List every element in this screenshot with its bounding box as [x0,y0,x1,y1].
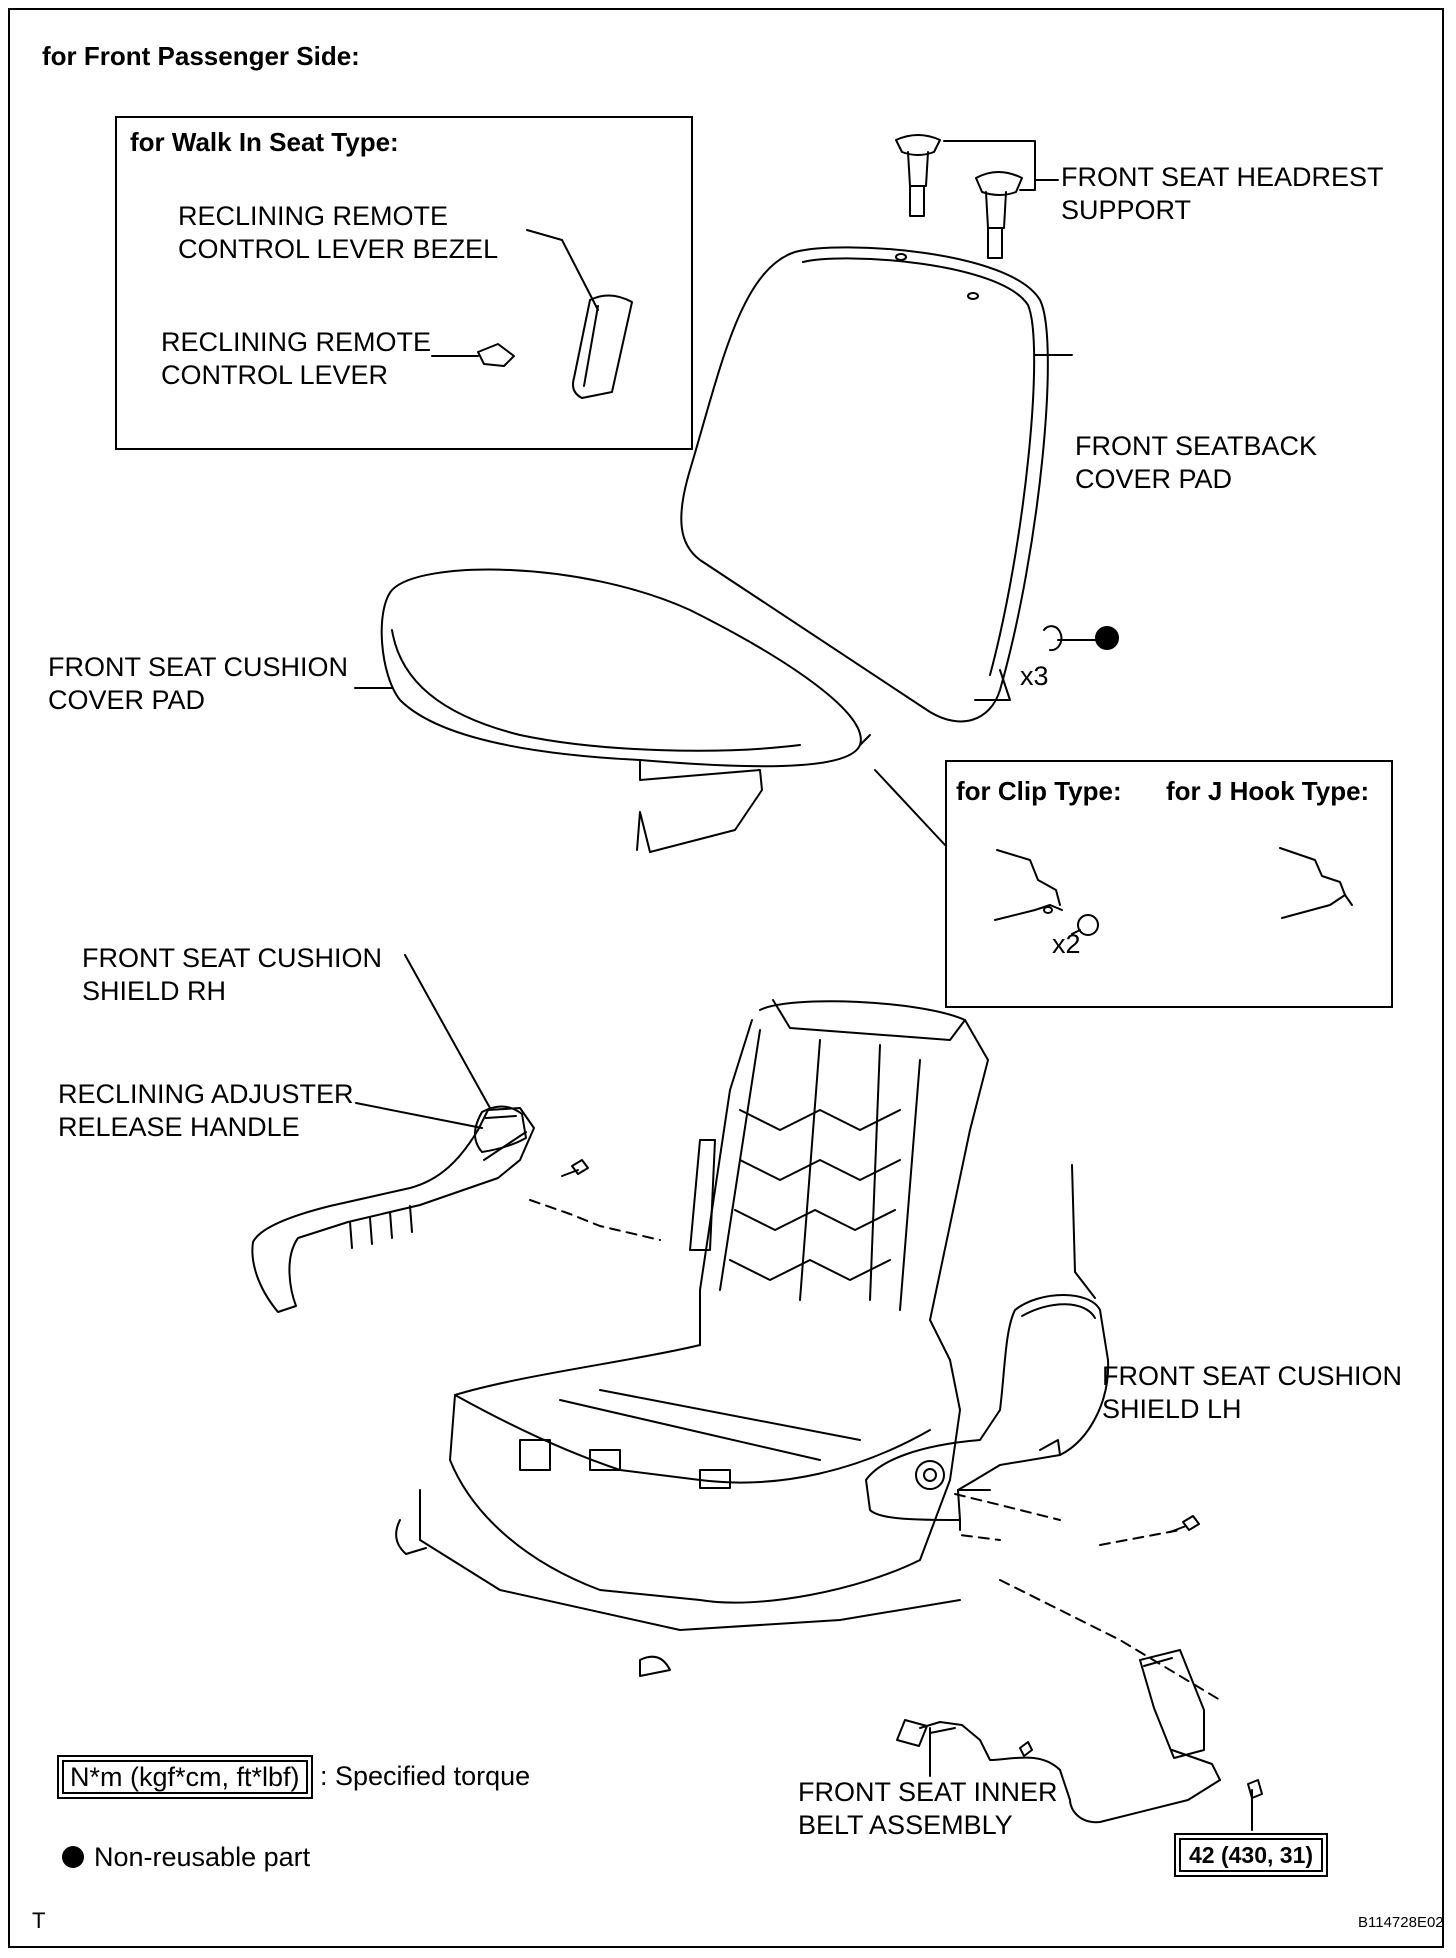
bezel-label-line1: RECLINING REMOTE [178,201,449,231]
diagram-frame [8,8,1444,1948]
bezel-label-line2: CONTROL LEVER BEZEL [178,234,499,264]
clip-qty: x2 [1052,929,1081,959]
shield-rh-drawing [251,954,535,1313]
seat-frame-drawing [395,999,989,1677]
shield-lh-label-line1: FRONT SEAT CUSHION [1102,1361,1403,1391]
hog-ring-drawing [1043,625,1119,652]
shield-lh-label-line2: SHIELD LH [1102,1394,1242,1424]
seatback-label-line1: FRONT SEATBACK [1075,431,1318,461]
cushion-label-line2: COVER PAD [48,685,206,715]
clip-detail-drawing [994,847,1353,936]
lever-label-line1: RECLINING REMOTE [161,327,432,357]
torque-spec-box: 42 (430, 31) [1173,1833,1329,1877]
rh-dash-line [529,1199,661,1241]
lh-dash-line-mid [959,1519,1001,1541]
legend-torque-text: : Specified torque [320,1761,531,1791]
shield-rh-label-line2: SHIELD RH [82,976,227,1006]
shield-lh-drawing [865,1164,1110,1521]
bolt-lh-drawing [1169,1515,1200,1533]
lh-dash-line-top [954,1493,1061,1521]
clip-detail-box [945,760,1393,1008]
headrest-label-line2: SUPPORT [1061,195,1192,225]
headrest-support-drawing [895,134,1023,259]
detail-callout-line [874,769,946,846]
legend-torque-box: N*m (kgf*cm, ft*lbf) [57,1755,313,1799]
legend-nonreusable-text: Non-reusable part [94,1842,311,1872]
belt-label-line1: FRONT SEAT INNER [798,1777,1058,1807]
figure-code: B114728E02 [1358,1914,1444,1931]
page-title: for Front Passenger Side: [42,41,360,71]
walk-in-seat-box [115,116,693,450]
hog-ring-qty: x3 [1020,661,1049,691]
release-label-line2: RELEASE HANDLE [58,1112,300,1142]
cushion-cover-pad-drawing [354,568,871,853]
bolt-rh-drawing [561,1159,589,1177]
release-handle-leader [355,1102,483,1129]
headrest-leader-line [943,140,1059,191]
cushion-label-line1: FRONT SEAT CUSHION [48,652,349,682]
headrest-label-line1: FRONT SEAT HEADREST [1061,162,1384,192]
clip-type-title: for Clip Type: [956,776,1122,806]
seatback-cover-pad-drawing [680,246,1073,723]
bezel-drawing [526,229,633,399]
lever-label-line2: CONTROL LEVER [161,360,389,390]
non-reusable-dot-icon [62,1846,84,1868]
seatback-label-line2: COVER PAD [1075,464,1233,494]
belt-assembly-drawing [896,1649,1263,1831]
jhook-type-title: for J Hook Type: [1166,776,1370,806]
lever-drawing [431,343,515,367]
lh-dash-line-bolt [1099,1529,1181,1546]
footer-left-mark: T [32,1908,46,1933]
shield-rh-label-line1: FRONT SEAT CUSHION [82,943,383,973]
belt-dash-line [999,1579,1221,1701]
belt-label-line2: BELT ASSEMBLY [798,1810,1013,1840]
release-label-line1: RECLINING ADJUSTER [58,1079,354,1109]
walk-in-box-title: for Walk In Seat Type: [130,127,399,157]
